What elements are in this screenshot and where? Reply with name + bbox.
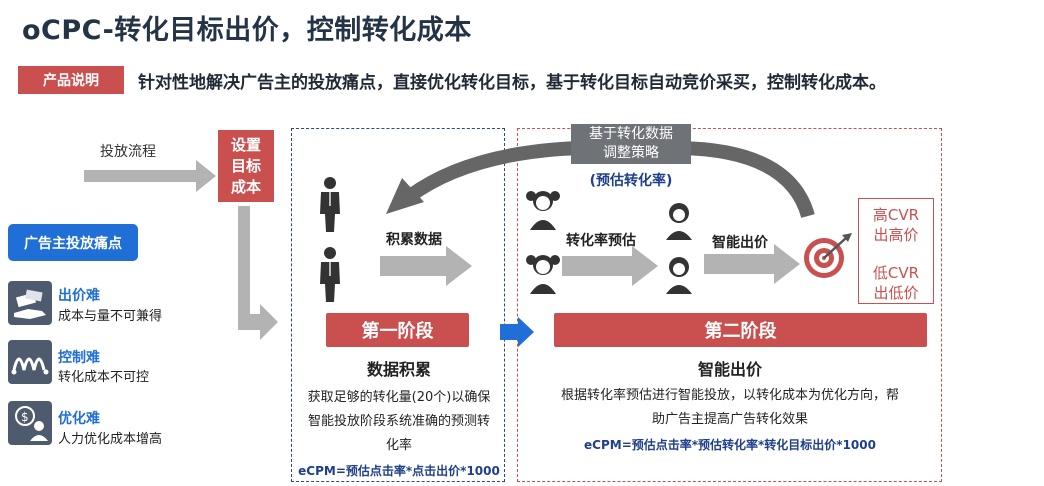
adjust-strategy-box: 基于转化数据 调整策略: [571, 124, 691, 164]
girl-icon: [526, 255, 560, 294]
page-title: oCPC-转化目标出价，控制转化成本: [22, 15, 472, 46]
target-icon: [804, 233, 852, 278]
girl-icon: [526, 191, 560, 230]
stage2-formula: eCPM=预估点击率*预估转化率*转化目标出价*1000: [584, 438, 876, 452]
cvr-bid-box: 高CVR 出高价 低CVR 出低价: [858, 198, 934, 304]
stage2-heading: 智能出价: [697, 360, 762, 379]
stage2-body-line: 助广告主提高广告转化效果: [651, 412, 808, 427]
businessman-icon: [320, 177, 340, 232]
setup-line-1: 设置: [230, 135, 261, 154]
woman-icon: [666, 203, 692, 240]
flow-label: 投放流程: [100, 144, 156, 160]
svg-text:$: $: [21, 410, 29, 424]
adjust-line-2: 调整策略: [603, 145, 659, 161]
stage2-banner: 第二阶段: [554, 313, 927, 347]
pain-desc-control: 转化成本不可控: [58, 370, 150, 385]
woman-icon: [666, 257, 692, 294]
predict-cvr-label: (预估转化率): [589, 173, 673, 189]
adjust-line-1: 基于转化数据: [589, 126, 673, 142]
wave-icon: [8, 340, 52, 384]
pain-points-title: 广告主投放痛点: [8, 224, 138, 261]
stage1-body-line: 获取足够的转化量(20个)以确保: [307, 390, 491, 405]
product-badge: 产品说明: [18, 66, 124, 94]
stage1-banner: 第一阶段: [326, 313, 469, 347]
stage1-body-line: 智能投放阶段系统准确的预测转: [307, 414, 490, 429]
setup-line-3: 成本: [230, 177, 261, 196]
stage1-formula: eCPM=预估点击率*点击出价*1000: [298, 464, 500, 478]
stage2-body: 根据转化率预估进行智能投放，以转化成本为优化方向，帮 助广告主提高广告转化效果: [540, 384, 920, 432]
setup-line-2: 目标: [230, 156, 261, 175]
stage2-frame: [517, 128, 942, 482]
pain-desc-optimize: 人力优化成本增高: [58, 432, 163, 447]
cvr-low: 低CVR: [872, 264, 920, 282]
bid-high: 出高价: [873, 226, 919, 244]
businessman-icon: [320, 247, 340, 302]
stage1-heading: 数据积累: [366, 360, 431, 379]
cvr-predict-arrow: [562, 246, 658, 286]
stage-transition-arrow: [500, 317, 534, 347]
pain-title-control: 控制难: [58, 350, 100, 366]
smart-bid-arrow: [704, 244, 800, 284]
pain-title-optimize: 优化难: [58, 411, 100, 427]
cvr-predict-label: 转化率预估: [566, 233, 636, 249]
product-description: 针对性地解决广告主的投放痛点，直接优化转化目标，基于转化目标自动竞价采买，控制转…: [138, 73, 886, 93]
bid-low: 出低价: [873, 284, 919, 302]
cvr-high: 高CVR: [872, 206, 920, 224]
stage1-body-line: 化率: [385, 438, 412, 453]
pain-title-bid: 出价难: [58, 288, 100, 304]
stage2-body-line: 根据转化率预估进行智能投放，以转化成本为优化方向，帮: [560, 388, 899, 403]
dollar-person-icon: $: [8, 401, 52, 445]
money-hand-icon: [8, 281, 52, 325]
flow-arrows: [72, 160, 278, 340]
accumulate-arrow: [380, 246, 472, 286]
accumulate-label: 积累数据: [386, 232, 442, 248]
setup-target-cost: 设置 目标 成本: [218, 130, 274, 202]
pain-desc-bid: 成本与量不可兼得: [58, 309, 163, 324]
stage1-frame: [291, 128, 505, 482]
stage1-body: 获取足够的转化量(20个)以确保 智能投放阶段系统准确的预测转 化率: [298, 386, 500, 458]
smart-bid-label: 智能出价: [712, 235, 768, 251]
